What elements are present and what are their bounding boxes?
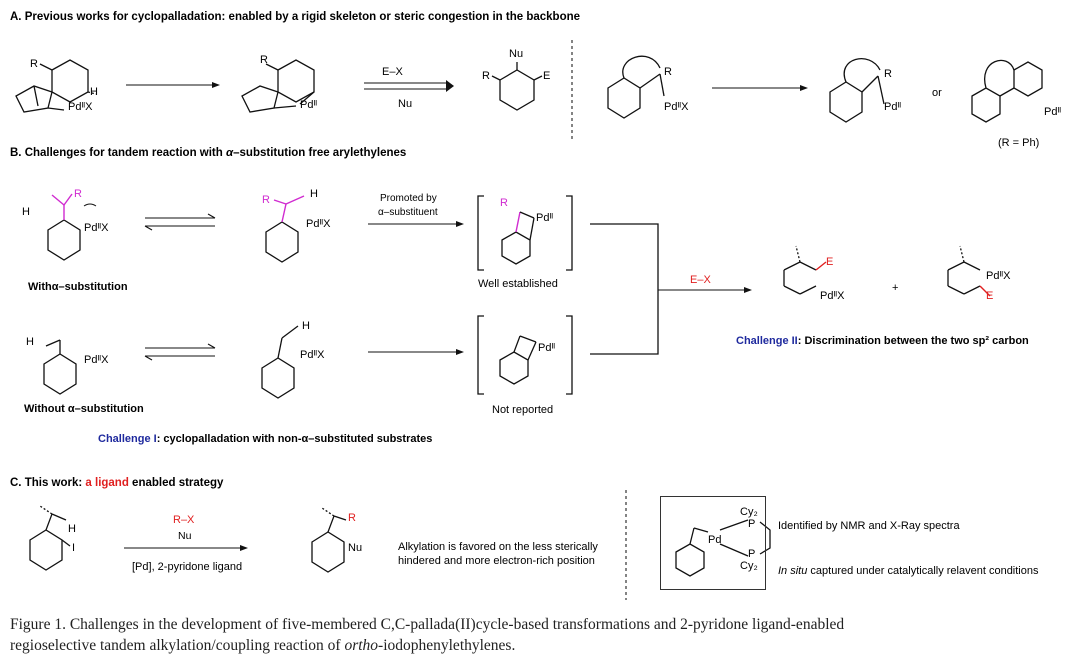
fused-ring-structure [607,55,665,119]
atom-label: H [302,320,310,332]
favored-note: hindered and more electron-rich position [398,555,595,567]
arrow-head [744,287,752,293]
atom-label: I [72,542,76,554]
alpha-substituted-substrate [47,193,97,261]
atom-label: R [884,68,892,80]
atom-label: Pdᴵᴵ [538,342,556,354]
arrow-head [456,221,464,227]
with-alpha-label: Withα–substitution [28,281,128,293]
atom-label: PdᴵᴵX [300,349,325,361]
atom-label: H [68,523,76,535]
atom-label: R [482,70,490,82]
alpha-substituted-rotamer [265,195,305,263]
figure-caption-line1: Figure 1. Challenges in the development … [10,616,845,633]
merge-connector [590,223,659,355]
bracket-right [566,315,573,395]
atom-label: PdᴵᴵX [664,101,689,113]
atom-label: Nu [348,542,363,554]
atom-label: PdᴵᴵX [820,290,845,302]
norbornyl-palladacycle-structure [241,59,315,113]
complex-box [660,496,766,590]
arrow-head [456,349,464,355]
atom-label: E [543,70,551,82]
promoted-label: α–substituent [378,207,438,218]
non-alpha-palladacycle [499,335,537,385]
promoted-label: Promoted by [380,193,437,204]
atom-label: R [30,58,38,70]
fused-palladacycle-structure [829,58,885,123]
challenge-2: Challenge II: Discrimination between the… [736,335,1029,347]
alkylated-product [311,507,347,573]
atom-label: Cy₂ [740,560,758,572]
arrow-head [240,545,248,551]
reagent-label: E–X [382,66,403,78]
alpha-palladacycle [501,211,535,265]
section-a-title: A. Previous works for cyclopalladation: … [10,11,581,23]
atom-label: R [74,188,82,200]
bracket-right [566,195,573,271]
arrow-head [446,80,454,92]
section-b-title: B. Challenges for tandem reaction with α… [10,147,407,159]
atom-label: Pdᴵᴵ [300,99,318,111]
atom-label: R [664,66,672,78]
norbornyl-aryl-pd-structure [15,59,97,113]
atom-label: P [748,548,756,560]
product-regioisomer-1 [783,245,827,295]
product-regioisomer-2 [947,245,991,297]
or-label: or [932,87,942,99]
arrow-head [800,85,808,91]
atom-label: H [26,336,34,348]
reagent-label: Nu [398,98,413,110]
not-reported-label: Not reported [492,404,554,416]
insitu-note: In situ captured under catalytically rel… [778,565,1039,577]
atom-label: H [310,188,318,200]
atom-label: PdᴵᴵX [84,222,109,234]
section-c-title: C. This work: a ligand enabled strategy [10,477,224,489]
well-established-label: Well established [478,278,558,290]
atom-label: Nu [509,48,524,60]
bracket-left [477,195,484,271]
favored-note: Alkylation is favored on the less steric… [398,541,598,553]
without-alpha-label: Without α–substitution [24,403,144,415]
atom-label: E [826,256,834,268]
atom-label: E [986,290,994,302]
arrow-head [212,82,220,88]
atom-label: PdᴵᴵX [306,218,331,230]
product-benzene-ring [499,69,535,111]
conditions-label: [Pd], 2-pyridone ligand [132,561,243,573]
atom-label: Cy₂ [740,506,758,518]
atom-label: Pd [708,534,722,546]
spiro-palladacycle-structure [971,59,1043,123]
bracket-left [477,315,484,395]
r-definition: (R = Ph) [998,137,1040,149]
atom-label: Pdᴵᴵ [884,101,902,113]
atom-label: H [22,206,30,218]
atom-label: Pdᴵᴵ [536,212,554,224]
atom-label: PdᴵᴵX [84,354,109,366]
unsubstituted-rotamer [261,325,299,399]
reagent-label: R–X [173,514,195,526]
figure-caption-line2: regioselective tandem alkylation/couplin… [10,637,516,654]
atom-label: H [90,86,98,98]
challenge-1: Challenge I: cyclopalladation with non-α… [98,433,433,445]
atom-label: Pdᴵᴵ [1044,106,1062,118]
reagent-label: E–X [690,274,711,286]
atom-label: R [260,54,268,66]
reagent-label: Nu [178,530,192,542]
atom-label: PdᴵᴵX [68,101,93,113]
identified-note: Identified by NMR and X-Ray spectra [778,520,960,532]
plus-sign: + [892,282,899,294]
atom-label: PdᴵᴵX [986,270,1011,282]
unsubstituted-substrate [43,339,77,395]
atom-label: P [748,518,756,530]
atom-label: R [500,197,508,209]
ortho-iodophenylethylene [29,505,71,571]
atom-label: R [262,194,270,206]
atom-label: R [348,512,356,524]
